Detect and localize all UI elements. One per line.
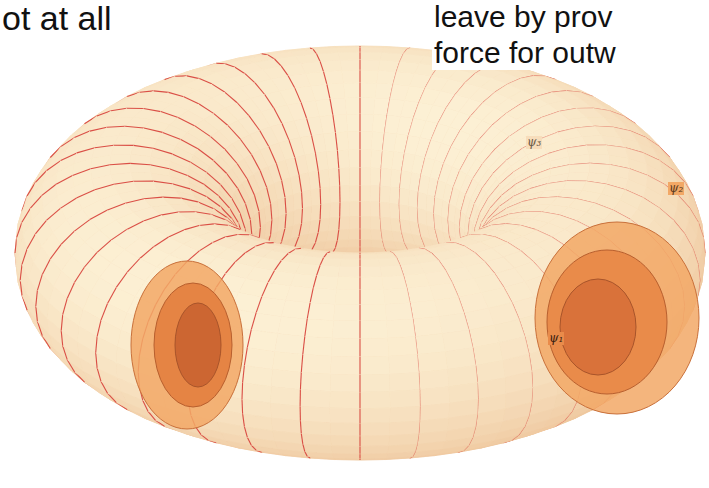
stage: ot at allleave by provforce for outwψ₃ψ₂… xyxy=(0,0,709,488)
